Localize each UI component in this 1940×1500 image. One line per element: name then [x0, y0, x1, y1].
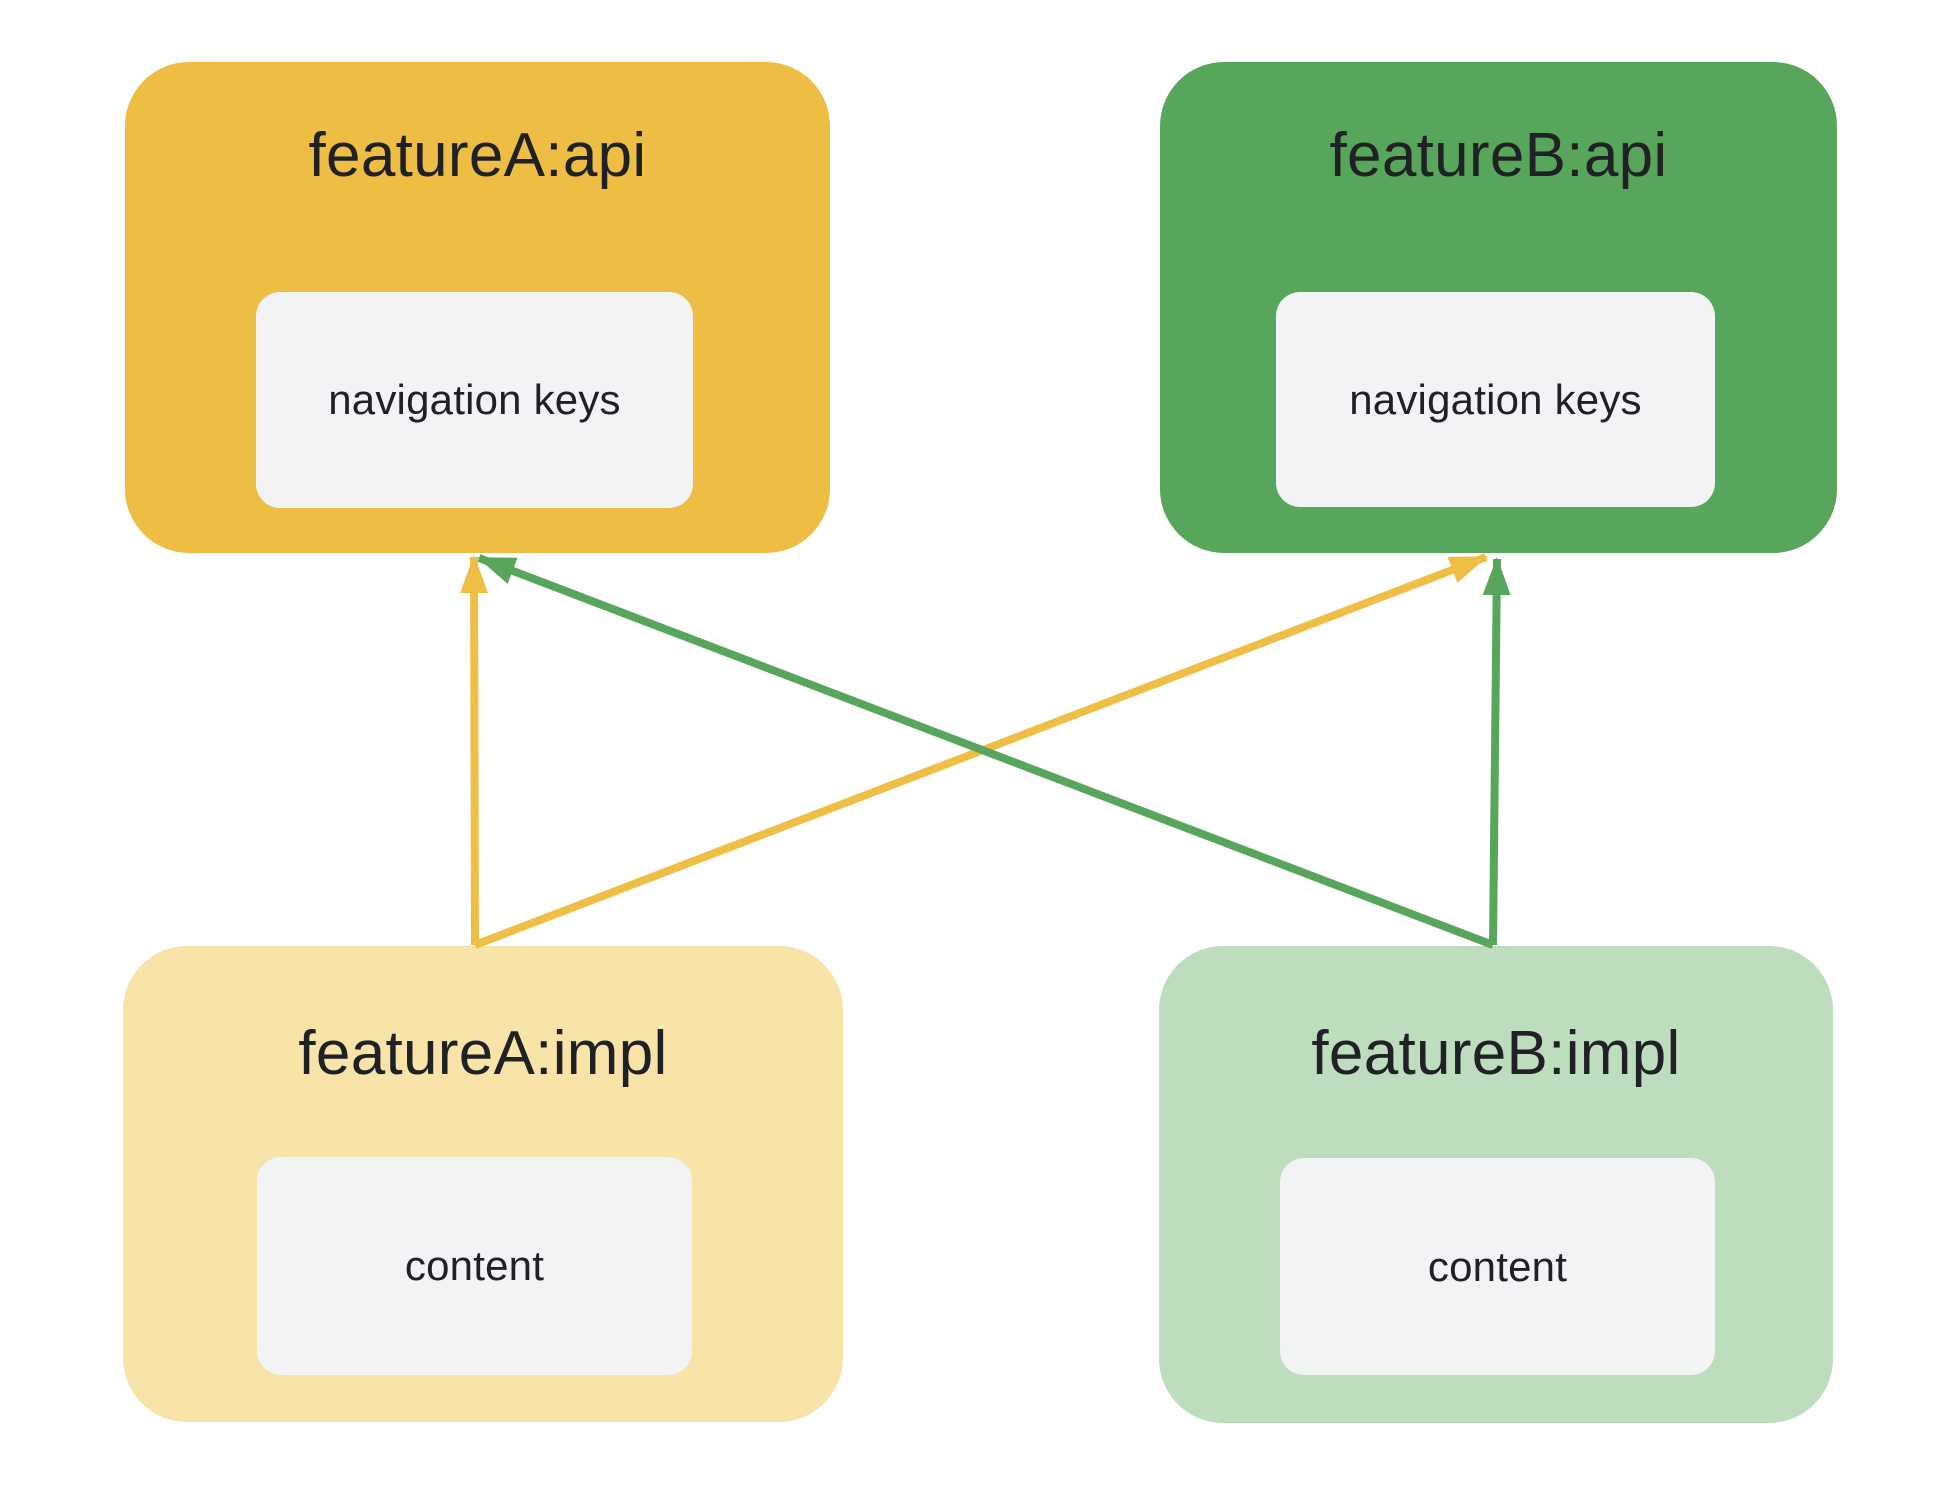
node-featureA-api-chip-label: navigation keys — [328, 376, 621, 423]
node-featureA-impl: featureA:impl content — [123, 946, 843, 1422]
node-featureA-api-chip: navigation keys — [256, 292, 693, 508]
node-featureB-impl-chip-label: content — [1427, 1242, 1568, 1290]
node-featureA-api-title: featureA:api — [308, 121, 647, 190]
dependency-arrow-featureB-impl-to-featureB-api — [1482, 557, 1511, 946]
node-featureB-impl-chip: content — [1280, 1158, 1715, 1375]
node-featureA-impl-title: featureA:impl — [298, 1019, 668, 1088]
node-featureB-api-chip-label: navigation keys — [1349, 375, 1642, 423]
node-featureB-impl: featureB:impl content — [1159, 946, 1833, 1423]
node-featureA-impl-chip-label: content — [404, 1242, 545, 1289]
node-featureB-api-title: featureB:api — [1329, 121, 1668, 190]
dependency-arrow-featureA-impl-to-featureA-api — [460, 555, 489, 946]
node-featureB-impl-title: featureB:impl — [1311, 1019, 1681, 1088]
node-featureB-api: featureB:api navigation keys — [1160, 62, 1837, 553]
dependency-arrow-featureB-impl-to-featureA-api — [477, 554, 1495, 949]
node-featureA-api: featureA:api navigation keys — [125, 62, 830, 553]
node-featureA-impl-chip: content — [257, 1157, 692, 1375]
node-featureB-api-chip: navigation keys — [1276, 292, 1715, 507]
dependency-arrow-featureA-impl-to-featureB-api — [473, 553, 1488, 949]
